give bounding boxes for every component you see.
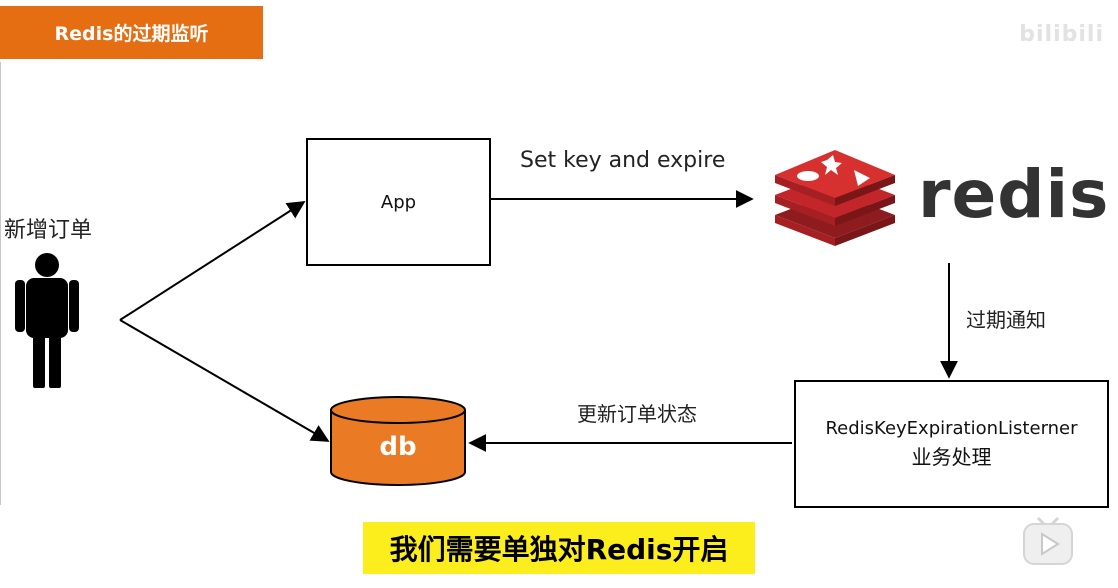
play-button-icon[interactable] (1020, 514, 1076, 570)
page-title: Redis的过期监听 (0, 6, 263, 59)
listener-task: 业务处理 (911, 445, 992, 469)
redis-wordmark: redis (918, 156, 1110, 233)
new-order-label: 新增订单 (4, 218, 93, 243)
user-to-app-arrow (119, 201, 306, 321)
set-key-label: Set key and expire (520, 148, 726, 173)
app-label: App (380, 191, 417, 213)
update-order-label: 更新订单状态 (577, 402, 697, 426)
person-icon (15, 253, 79, 388)
expire-notify-label: 过期通知 (966, 308, 1046, 332)
listener-box: RedisKeyExpirationListerner 业务处理 (794, 380, 1109, 508)
listener-name: RedisKeyExpirationListerner (825, 418, 1078, 439)
db-label: db (379, 432, 417, 462)
bilibili-watermark: bilibili (1019, 22, 1104, 47)
app-box: App (306, 138, 491, 266)
video-subtitle: 我们需要单独对Redis开启 (363, 522, 755, 574)
db-cylinder-icon (330, 396, 466, 486)
user-to-db-arrow (119, 319, 330, 442)
redis-logo-icon (775, 150, 895, 246)
